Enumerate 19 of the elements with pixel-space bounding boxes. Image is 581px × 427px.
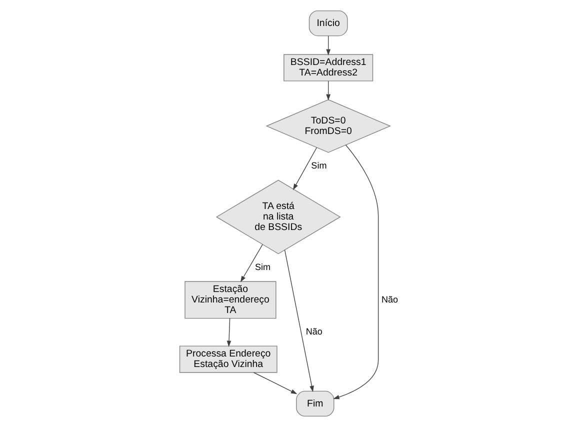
node-box: Fim (296, 390, 334, 417)
node-diamond: TA está na lista de BSSIDs (216, 180, 341, 254)
edge-label: Não (381, 294, 398, 304)
edge-label: Não (306, 326, 322, 337)
node-box: Início (308, 10, 348, 36)
node-box: BSSID=Address1 TA=Address2 (284, 54, 374, 82)
edge-label: Sim (311, 160, 327, 171)
node-box: Estação Vizinha=endereço TA (184, 281, 276, 319)
node-diamond: ToDS=0 FromDS=0 (266, 99, 391, 153)
arrow (226, 318, 232, 347)
arrow (253, 372, 298, 394)
edge-label: Sim (254, 262, 270, 272)
arrow (326, 80, 331, 100)
arrow (333, 144, 379, 400)
arrow (292, 147, 318, 190)
arrow (240, 244, 263, 282)
arrow (284, 250, 314, 392)
arrow (326, 36, 331, 56)
node-box: Processa Endereço Estação Vizinha (179, 346, 278, 373)
